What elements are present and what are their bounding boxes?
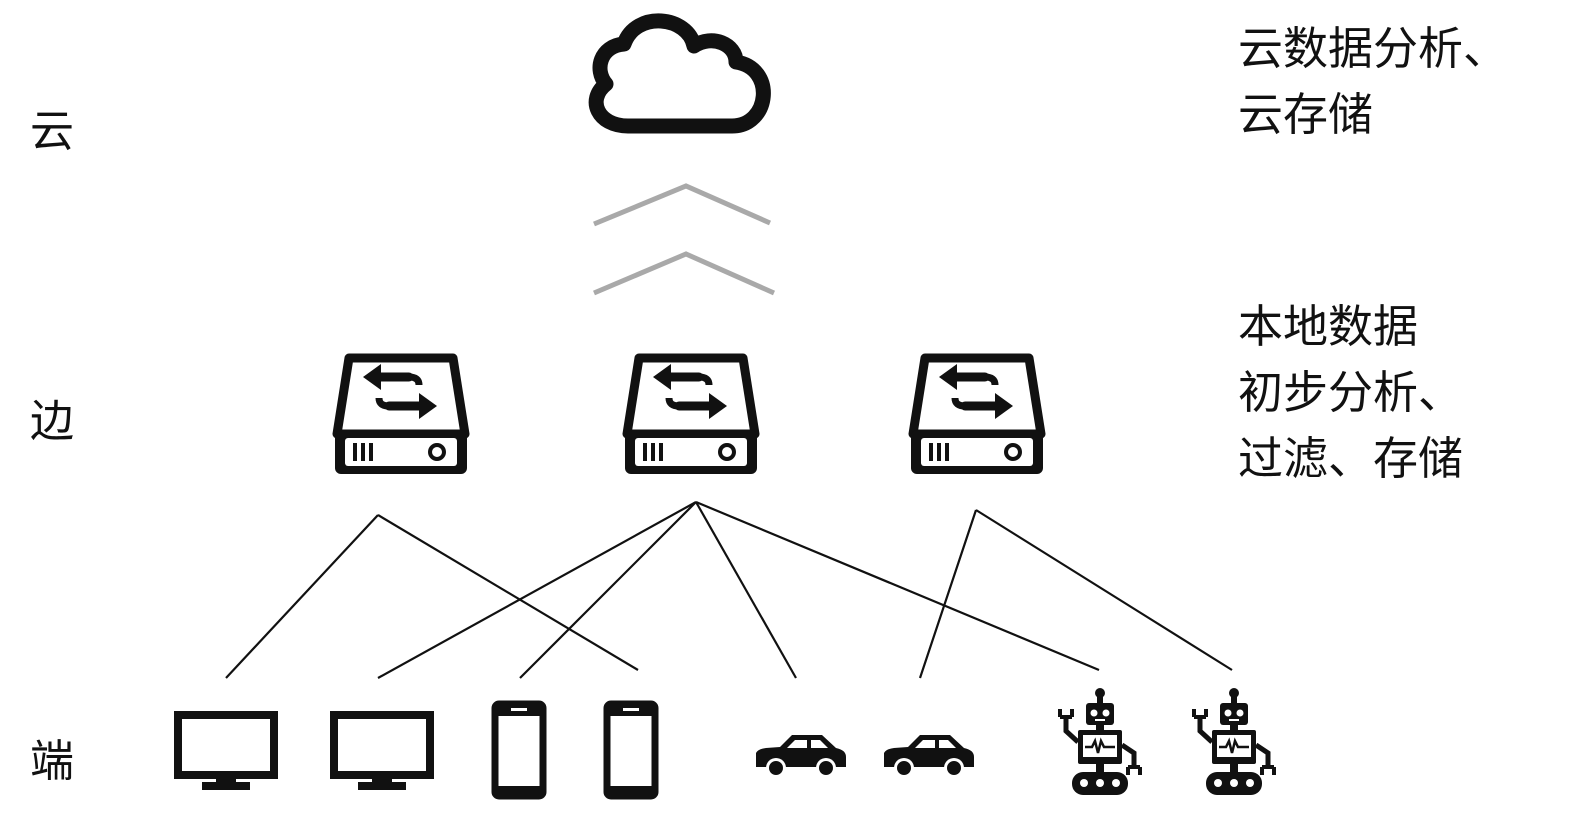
- chevron-up-icon: [593, 183, 776, 296]
- cloud-desc-line-1: 云数据分析、: [1238, 22, 1508, 75]
- robot-icon: [1194, 688, 1274, 795]
- connection-line: [975, 509, 1233, 671]
- connection-line: [519, 501, 697, 679]
- server-switch-icon: [625, 358, 757, 474]
- cloud-icon: [588, 13, 771, 134]
- connection-line: [695, 501, 797, 679]
- tier-label-edge: 边: [30, 396, 74, 447]
- robot-icon: [1060, 688, 1140, 795]
- connection-lines: [225, 500, 1233, 679]
- tier-label-device: 端: [30, 736, 74, 787]
- monitor-icon: [178, 715, 274, 790]
- smartphone-icon: [607, 704, 655, 796]
- connection-line: [377, 501, 697, 679]
- connection-line: [918, 509, 978, 679]
- connection-line: [225, 514, 379, 679]
- connection-line: [377, 514, 639, 671]
- monitor-icon: [334, 715, 430, 790]
- cloud-desc-line-2: 云存储: [1238, 88, 1373, 141]
- connection-line: [695, 500, 1100, 672]
- tier-label-cloud: 云: [30, 106, 74, 157]
- edge-desc-line-3: 过滤、存储: [1238, 432, 1463, 485]
- smartphone-icon: [495, 704, 543, 796]
- car-icon: [884, 735, 974, 778]
- car-icon: [756, 735, 846, 778]
- server-switch-icon: [335, 358, 467, 474]
- server-switch-icon: [911, 358, 1043, 474]
- edge-desc-line-2: 初步分析、: [1238, 366, 1463, 419]
- edge-desc-line-1: 本地数据: [1238, 300, 1418, 353]
